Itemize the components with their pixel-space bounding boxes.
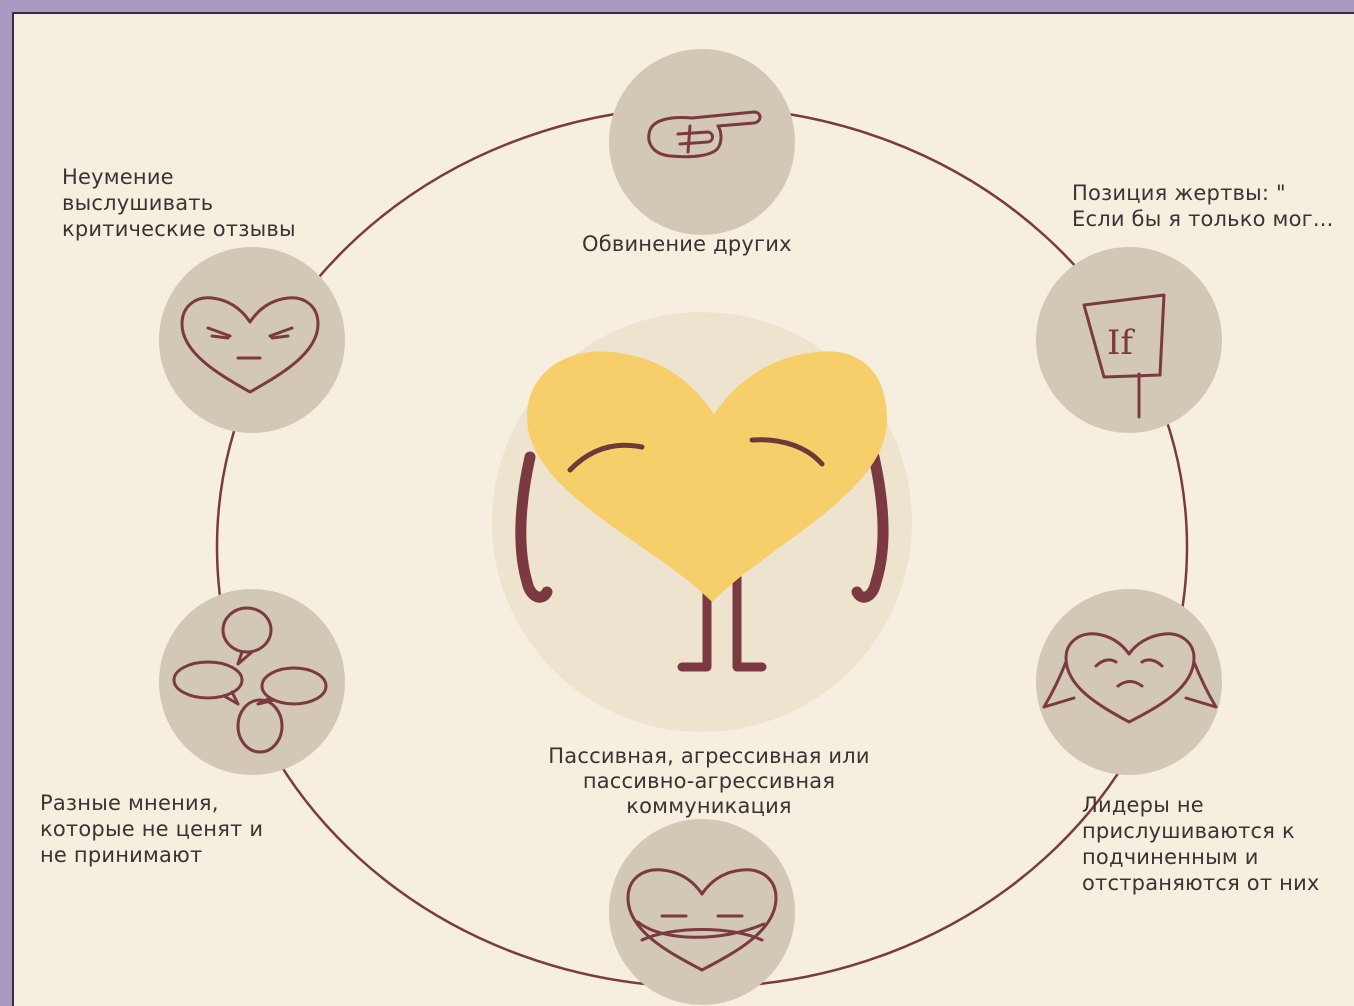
label-right-bottom: Лидеры не прислушиваются к подчиненным и…	[1082, 792, 1320, 896]
center-heart-character	[492, 312, 912, 732]
node-right-bottom	[1036, 589, 1222, 775]
node-left-bottom-circle	[159, 589, 345, 775]
node-bottom-circle	[609, 819, 795, 1005]
label-left-bottom: Разные мнения, которые не ценят и не при…	[40, 790, 263, 868]
label-right-top: Позиция жертвы: " Если бы я только мог..…	[1072, 180, 1334, 232]
node-left-top	[159, 247, 345, 433]
label-bottom: Пассивная, агрессивная или пассивно-агре…	[524, 744, 894, 819]
node-top	[609, 49, 795, 235]
svg-text:If: If	[1107, 323, 1135, 363]
node-bottom	[609, 819, 795, 1005]
node-left-bottom	[159, 589, 345, 775]
node-right-top: If	[1036, 247, 1222, 433]
diagram-canvas: If	[12, 12, 1354, 1006]
label-top: Обвинение других	[582, 232, 792, 257]
label-left-top: Неумение выслушивать критические отзывы	[62, 164, 296, 242]
